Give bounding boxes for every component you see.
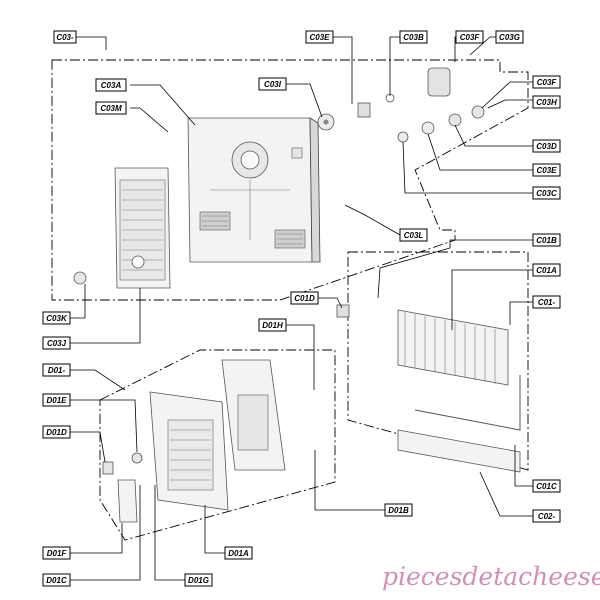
label-c02: C02-	[532, 509, 561, 523]
label-text: C03H	[536, 98, 557, 107]
label-text: C03K	[46, 314, 68, 323]
label-c03g: C03G	[495, 30, 524, 44]
label-c01: C01-	[532, 295, 561, 309]
label-d01d: D01D	[42, 425, 71, 439]
label-text: D01D	[46, 428, 67, 437]
label-text: D01-	[48, 366, 66, 375]
label-text: C01D	[294, 294, 315, 303]
label-d01: D01-	[42, 363, 71, 377]
label-d01a: D01A	[224, 546, 253, 560]
label-c01b: C01B	[532, 233, 561, 247]
label-c03e-right: C03E	[532, 163, 561, 177]
label-d01b: D01B	[384, 503, 413, 517]
label-text: C03E	[536, 166, 557, 175]
label-text: C03E	[309, 33, 330, 42]
c03i-fan-blade	[317, 113, 335, 131]
d01-assembly-boundary	[99, 349, 336, 541]
label-text: D01B	[388, 506, 409, 515]
label-text: C03C	[536, 189, 557, 198]
label-text: D01A	[228, 549, 249, 558]
d01a-front-panel	[149, 391, 229, 511]
label-text: C03F	[537, 78, 558, 87]
label-text: C03G	[499, 33, 520, 42]
c03f-fan-motor	[427, 67, 451, 97]
label-text: D01F	[47, 549, 68, 558]
label-c03k: C03K	[42, 311, 71, 325]
label-text: D01G	[188, 576, 209, 585]
label-text: C03L	[404, 231, 424, 240]
c03k-knob	[73, 271, 87, 285]
d01-duct-housing	[221, 359, 286, 471]
label-d01c: D01C	[42, 573, 71, 587]
label-text: C03B	[403, 33, 424, 42]
c03-housing-panel	[187, 117, 321, 263]
d01f-filter-insert	[117, 479, 138, 523]
label-c03l: C03L	[399, 228, 428, 242]
c01-assembly-boundary	[347, 251, 529, 471]
label-c03: C03-	[53, 30, 77, 44]
label-c03d: C03D	[532, 139, 561, 153]
label-d01e: D01E	[42, 393, 71, 407]
label-text: C03F	[460, 33, 481, 42]
label-c01a: C01A	[532, 263, 561, 277]
label-c03f-right: C03F	[532, 75, 561, 89]
c03h-fan-wheel	[448, 105, 485, 127]
c03e-motor-small	[357, 102, 371, 118]
label-text: C03M	[100, 104, 122, 113]
label-d01g: D01G	[184, 573, 213, 587]
label-text: C01-	[538, 298, 556, 307]
label-text: C03I	[264, 80, 282, 89]
label-c03h: C03H	[532, 95, 561, 109]
label-c03c: C03C	[532, 186, 561, 200]
label-text: C03A	[101, 81, 122, 90]
d01e-knob	[131, 452, 143, 464]
label-text: C03D	[536, 142, 557, 151]
label-text: C03J	[47, 339, 67, 348]
label-c03f-top: C03F	[455, 30, 484, 44]
c02-drain-tray	[397, 429, 521, 473]
label-c03j: C03J	[42, 336, 71, 350]
c03-front-grille-panel	[114, 167, 171, 289]
label-c01d: C01D	[290, 291, 319, 305]
c03c-grommet	[397, 131, 409, 143]
label-text: C01B	[536, 236, 557, 245]
label-c03m: C03M	[95, 101, 127, 115]
c03d-motor-bracket	[421, 121, 435, 135]
c01d-clip	[336, 304, 350, 318]
d01d-cap	[102, 461, 114, 475]
c01-evaporator-coil	[397, 309, 521, 431]
label-c03e-top: C03E	[305, 30, 334, 44]
label-text: C02-	[538, 512, 556, 521]
c03-assembly-boundary	[51, 59, 529, 301]
label-text: C01C	[536, 482, 557, 491]
leader-lines	[70, 36, 533, 581]
label-c03i: C03I	[258, 77, 287, 91]
label-text: D01C	[46, 576, 67, 585]
label-c01c: C01C	[532, 479, 561, 493]
label-text: C01A	[536, 266, 557, 275]
label-c03b: C03B	[399, 30, 428, 44]
label-c03a: C03A	[95, 78, 127, 92]
label-d01h: D01H	[258, 318, 287, 332]
label-d01f: D01F	[42, 546, 71, 560]
label-text: C03-	[56, 33, 74, 42]
label-text: D01H	[262, 321, 283, 330]
watermark-text: piecesdetacheeselec.com	[382, 562, 600, 591]
label-text: D01E	[46, 396, 67, 405]
